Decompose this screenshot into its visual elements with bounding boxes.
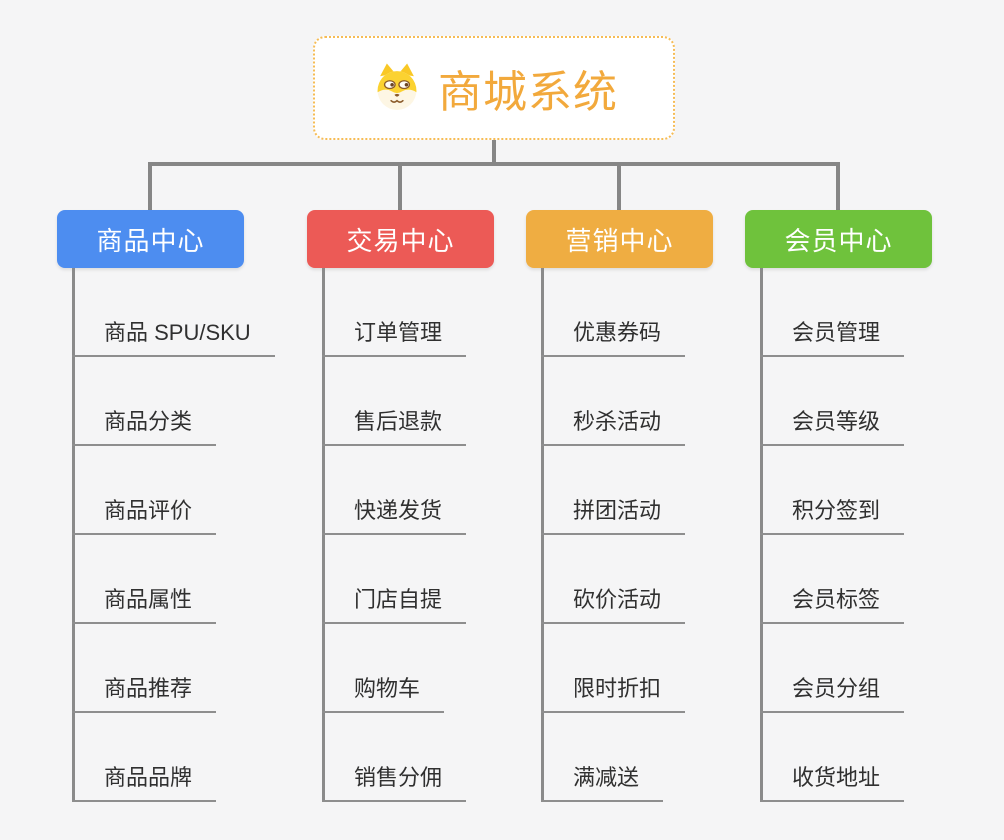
connector-drop-trade [398,162,402,210]
root-title: 商城系统 [438,68,618,117]
node-store-pickup[interactable]: 门店自提 [322,585,467,624]
node-member-tags[interactable]: 会员标签 [760,585,905,624]
node-spend-and-save[interactable]: 满减送 [541,763,664,802]
shiba-dog-icon [377,63,417,110]
node-flash-sale[interactable]: 秒杀活动 [541,407,686,446]
branch-trunk [760,268,763,802]
branch-header-member-center[interactable]: 会员中心 [745,210,932,268]
node-shipping-address[interactable]: 收货地址 [760,763,905,802]
branch-member-center: 会员中心 会员管理 会员等级 积分签到 会员标签 会员分组 收货地址 [745,210,1004,810]
branch-header-trade-center[interactable]: 交易中心 [307,210,494,268]
root-node[interactable]: 商城系统 [313,36,675,140]
branch-trunk [322,268,325,802]
node-member-groups[interactable]: 会员分组 [760,674,905,713]
connector-drop-member [836,162,840,210]
connector-drop-marketing [617,162,621,210]
connector-horizontal-bar [148,162,840,166]
node-coupon-code[interactable]: 优惠券码 [541,318,686,357]
node-product-brand[interactable]: 商品品牌 [72,763,217,802]
node-product-recommend[interactable]: 商品推荐 [72,674,217,713]
node-after-sale-refund[interactable]: 售后退款 [322,407,467,446]
branch-trunk [72,268,75,802]
node-product-spu-sku[interactable]: 商品 SPU/SKU [72,318,275,357]
branch-trunk [541,268,544,802]
branch-header-product-center[interactable]: 商品中心 [57,210,244,268]
node-bargain-event[interactable]: 砍价活动 [541,585,686,624]
node-order-management[interactable]: 订单管理 [322,318,467,357]
node-group-buy[interactable]: 拼团活动 [541,496,686,535]
node-member-level[interactable]: 会员等级 [760,407,905,446]
node-product-category[interactable]: 商品分类 [72,407,217,446]
node-member-management[interactable]: 会员管理 [760,318,905,357]
node-product-attribute[interactable]: 商品属性 [72,585,217,624]
branch-product-center: 商品中心 商品 SPU/SKU 商品分类 商品评价 商品属性 商品推荐 商品品牌 [57,210,317,810]
connector-root-stem [492,140,496,166]
node-shopping-cart[interactable]: 购物车 [322,674,445,713]
node-express-delivery[interactable]: 快递发货 [322,496,467,535]
node-product-review[interactable]: 商品评价 [72,496,217,535]
connector-drop-product [148,162,152,210]
node-sales-commission[interactable]: 销售分佣 [322,763,467,802]
node-limited-discount[interactable]: 限时折扣 [541,674,686,713]
node-points-checkin[interactable]: 积分签到 [760,496,905,535]
branch-trade-center: 交易中心 订单管理 售后退款 快递发货 门店自提 购物车 销售分佣 [307,210,567,810]
branch-header-marketing-center[interactable]: 营销中心 [526,210,713,268]
branch-marketing-center: 营销中心 优惠券码 秒杀活动 拼团活动 砍价活动 限时折扣 满减送 [526,210,786,810]
